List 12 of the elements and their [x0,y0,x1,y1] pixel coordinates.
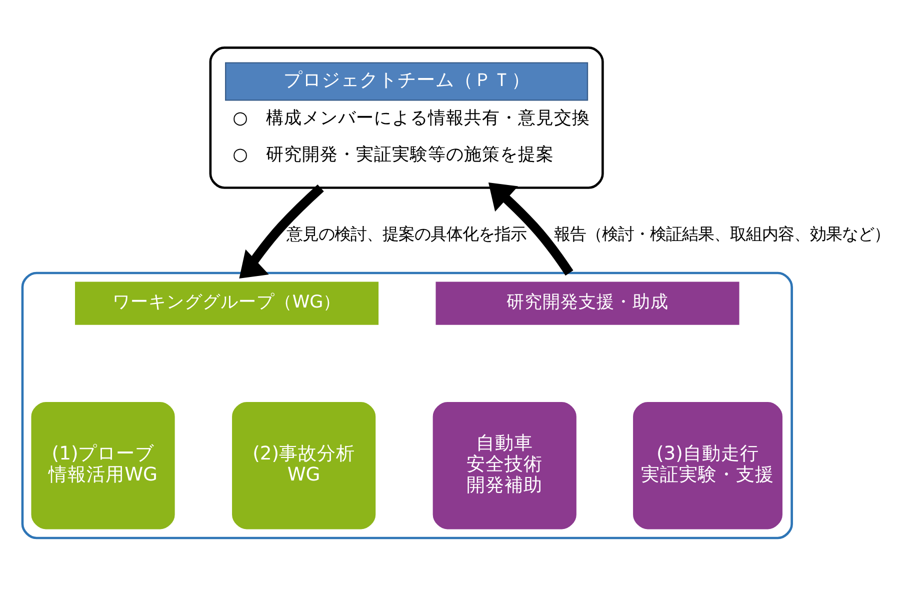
edge-label: 報告（検討・検証結果、取組内容、効果など） [554,224,890,244]
node-box: 研究開発支援・助成 [436,282,740,325]
node-box: プロジェクトチーム（ＰＴ） ○ 構成メンバーによる情報共有・意見交換 ○ 研究開発・実証実験等の施策を提案 [209,46,604,189]
node-box: (1)プローブ情報活用WG [31,402,175,530]
node-box: 自動車安全技術開発補助 [432,402,576,530]
node-box: ワーキンググループ（WG） [75,282,379,325]
cluster [21,272,793,540]
arrow [239,184,324,278]
edge-label: 意見の検討、提案の具体化を指示 [286,224,527,244]
node-box: (3)自動走行実証実験・支援 [633,402,782,530]
arrow [488,182,574,276]
node-box: (2)事故分析WG [232,402,376,530]
